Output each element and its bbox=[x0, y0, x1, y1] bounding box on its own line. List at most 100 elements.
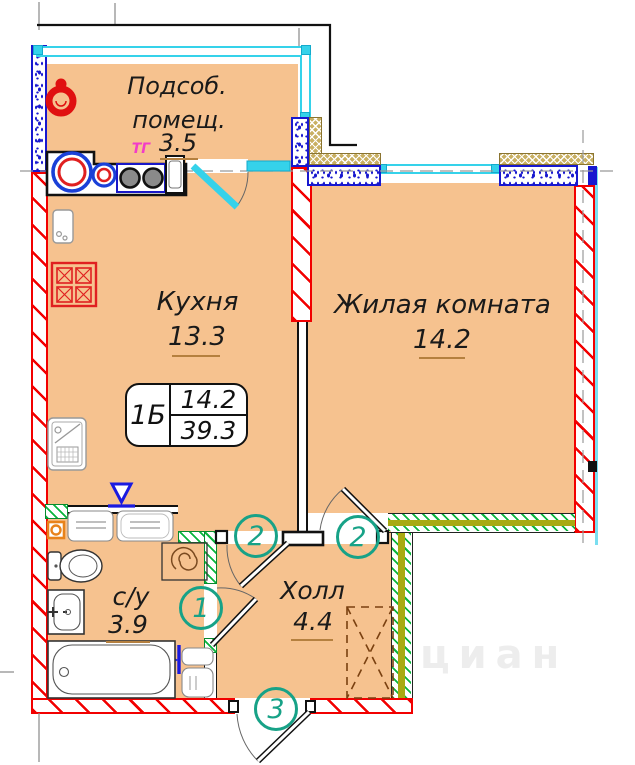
underline-bathroom bbox=[106, 641, 150, 643]
partition-green-block-left bbox=[45, 504, 68, 519]
sink-unit-grid-lines bbox=[57, 447, 78, 462]
wall-left-bearing bbox=[31, 172, 48, 713]
washer-box-2 bbox=[116, 510, 174, 542]
pier-living-right bbox=[499, 165, 578, 186]
sink-unit-diag bbox=[54, 423, 81, 444]
arc-kitchen-door bbox=[226, 544, 242, 587]
door-number: 2 bbox=[349, 521, 367, 553]
label-bathroom-name: с/у bbox=[112, 582, 150, 611]
leaf-bath-door bbox=[209, 596, 259, 648]
toilet-dot bbox=[54, 564, 58, 568]
label-gas-tg: ТГ bbox=[131, 141, 151, 157]
drain-triangle-icon bbox=[108, 482, 135, 508]
arc-entrance-door bbox=[236, 713, 259, 762]
label-living-area: 14.2 bbox=[413, 325, 471, 355]
heater-spiral-icon bbox=[170, 547, 198, 571]
tan-cap-right bbox=[499, 153, 594, 165]
leaf-living-door bbox=[340, 486, 388, 534]
heater-box bbox=[161, 542, 208, 581]
door-circle-1: 1 bbox=[179, 586, 223, 630]
right-wall-tick bbox=[588, 461, 597, 472]
kitchen-sink-small-inner bbox=[96, 167, 112, 183]
window-side-utility bbox=[300, 55, 311, 117]
wall-right-bearing bbox=[574, 185, 595, 533]
basin-drain bbox=[65, 609, 71, 615]
wall-left-insulated bbox=[31, 45, 47, 172]
leaf-utility-door bbox=[190, 163, 240, 210]
pier-utility-right bbox=[291, 117, 309, 167]
partition-bath-green-v bbox=[204, 531, 217, 584]
door-circle-2-living: 2 bbox=[336, 515, 380, 559]
floor-living-room bbox=[307, 183, 575, 513]
wardrobe-dashed-box bbox=[346, 606, 394, 699]
window-node bbox=[301, 45, 311, 55]
fridge-dot-1 bbox=[55, 231, 62, 238]
arc-bath-door bbox=[216, 587, 257, 600]
jamb-kitchen-left bbox=[214, 529, 229, 545]
counter-appliance-inner bbox=[168, 160, 182, 189]
flat-total-area: 39.3 bbox=[180, 416, 237, 445]
door-number: 3 bbox=[267, 693, 285, 725]
wall-kitchen-living-bearing bbox=[291, 167, 312, 322]
label-bathroom-area: 3.9 bbox=[108, 610, 148, 639]
wall-bottom-right bbox=[310, 698, 413, 714]
sink-unit-inner bbox=[51, 421, 83, 467]
washer-box-2-inner bbox=[120, 513, 170, 539]
building-outline bbox=[37, 23, 357, 147]
label-living-name: Жилая комната bbox=[334, 290, 551, 320]
arc-living-door bbox=[319, 488, 344, 531]
label-hall-area: 4.4 bbox=[293, 607, 333, 636]
door-circle-3: 3 bbox=[254, 687, 298, 731]
watermark: циан bbox=[420, 632, 569, 678]
toilet-bowl-inner bbox=[68, 554, 98, 578]
riser-box-top bbox=[181, 647, 214, 666]
washer-box-2-text bbox=[130, 521, 160, 529]
tan-cap-left bbox=[309, 153, 381, 165]
label-utility-name-2: помещ. bbox=[132, 106, 226, 134]
flat-room-area: 14.2 bbox=[171, 385, 246, 416]
fridge-box bbox=[52, 209, 74, 244]
wall-bottom-left bbox=[31, 698, 235, 714]
utility-door-fixed-bar bbox=[246, 160, 291, 172]
underline-hall bbox=[291, 639, 333, 641]
boiler-icon-inner bbox=[55, 100, 67, 107]
bathtub-box bbox=[47, 640, 176, 699]
vent-box-circle bbox=[50, 524, 62, 536]
window-top-utility bbox=[36, 46, 308, 57]
door-number: 1 bbox=[192, 592, 210, 624]
door-circle-2-kitchen: 2 bbox=[234, 514, 278, 558]
floor-utility-kitchen bbox=[46, 64, 298, 531]
underline-kitchen bbox=[172, 355, 220, 357]
riser-box-bottom bbox=[181, 667, 214, 698]
flat-type: 1Б bbox=[127, 385, 171, 445]
riser-box-text bbox=[189, 676, 197, 690]
jamb-entrance-right bbox=[305, 700, 316, 713]
window-living bbox=[381, 164, 499, 174]
door-number: 2 bbox=[247, 520, 265, 552]
fridge-dot-2 bbox=[62, 235, 68, 241]
sink-unit-knob bbox=[54, 426, 62, 434]
label-kitchen-name: Кухня bbox=[156, 287, 239, 317]
leaf-entrance-door bbox=[255, 709, 312, 764]
label-utility-name-1: Подсоб. bbox=[127, 72, 227, 100]
hob-burner-1 bbox=[119, 167, 141, 189]
wall-right-top-blue-block bbox=[588, 166, 597, 185]
arc-utility-door bbox=[236, 171, 249, 207]
washer-box-1-text bbox=[76, 521, 106, 529]
label-kitchen-area: 13.3 bbox=[168, 322, 226, 352]
wall-right-outer-cyan-line bbox=[595, 167, 598, 545]
bathtub-drain bbox=[58, 666, 70, 678]
washer-box-1 bbox=[67, 510, 114, 542]
counter-appliance bbox=[165, 155, 185, 194]
bathtub-inner bbox=[52, 644, 171, 695]
sink-unit-grid bbox=[56, 446, 79, 463]
toilet-bowl bbox=[59, 549, 103, 583]
flat-card: 1Б 14.2 39.3 bbox=[125, 383, 248, 447]
leaf-kitchen-door bbox=[238, 540, 291, 589]
underline-living bbox=[419, 357, 465, 359]
jamb-entrance-left bbox=[228, 700, 239, 713]
gas-stove-icon bbox=[50, 261, 98, 308]
wall-green-living-bottom bbox=[388, 513, 575, 533]
